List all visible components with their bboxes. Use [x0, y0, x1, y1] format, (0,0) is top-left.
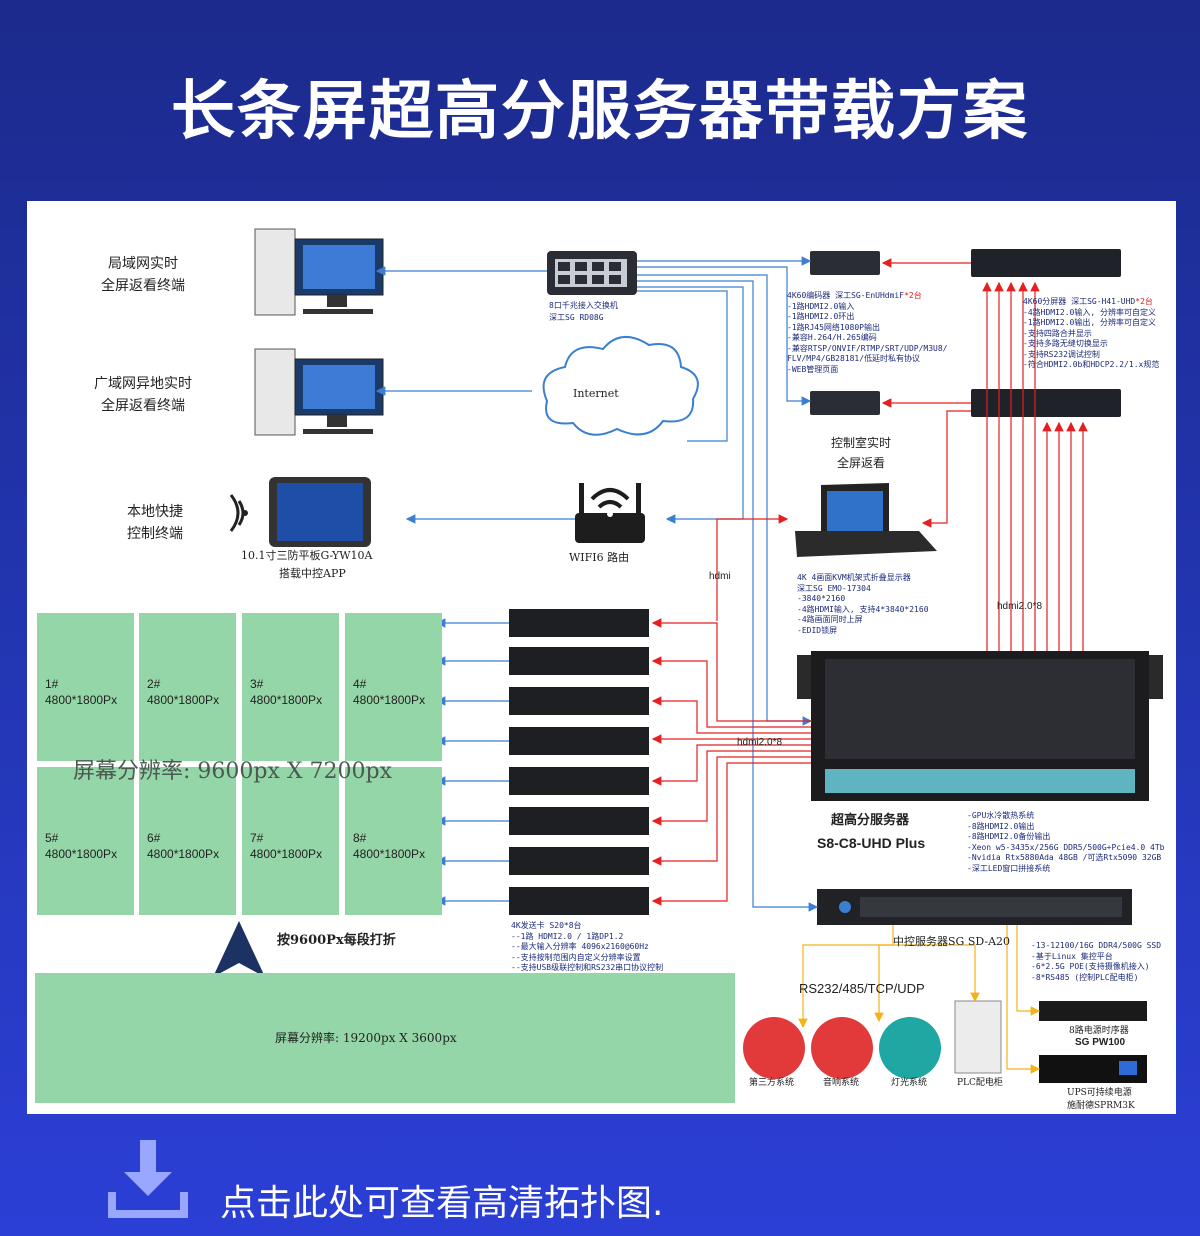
- tablet-icon: [229, 477, 371, 547]
- ups-model: 施耐德SPRM3K: [1067, 1101, 1135, 1111]
- kvm-monitor-icon: [795, 483, 937, 557]
- long-screen-panel: [35, 973, 735, 1103]
- sender-spec: 4K发送卡 S20*8台 --1路 HDMI2.0 / 1路DP1.2 --最大…: [511, 921, 664, 972]
- power-sequencer-icon: [1039, 1001, 1147, 1021]
- hdmi20x8-link-label-top: hdmi2.0*8: [997, 601, 1043, 612]
- switch-label: 8口千兆接入交换机: [549, 301, 618, 310]
- switch-model: 深工SG RD08G: [549, 313, 604, 322]
- local-terminal-label: 本地快捷 控制终端: [127, 504, 183, 542]
- tablet-caption: 10.1寸三防平板G-YW10A: [241, 549, 373, 562]
- power-sequencer-model: SG PW100: [1075, 1037, 1126, 1048]
- screen-6[interactable]: 6#4800*1800Px: [139, 767, 236, 915]
- hdmi20x8-link-label-mid: hdmi2.0*8: [737, 737, 783, 748]
- diagram-lines: [35, 228, 1163, 1103]
- light-bulb-icon: [879, 1017, 941, 1079]
- power-sequencer-label: 8路电源时序器: [1069, 1026, 1129, 1036]
- server-spec: -GPU水冷散热系统 -8路HDMI2.0输出 -8路HDMI2.0备份输出 -…: [967, 811, 1165, 873]
- third-party-gear-icon: [743, 1017, 805, 1079]
- subsystem-lighting: 灯光系统: [891, 1078, 928, 1088]
- long-screen-resolution: 屏幕分辨率: 19200px X 3600px: [275, 1031, 457, 1045]
- download-bar[interactable]: [0, 1126, 1200, 1236]
- protocols-label: RS232/485/TCP/UDP: [799, 981, 925, 996]
- subsystem-plc: PLC配电柜: [957, 1078, 1003, 1088]
- speaker-icon: [811, 1017, 873, 1079]
- subsystem-audio: 音响系统: [823, 1078, 860, 1088]
- server-model: S8-C8-UHD Plus: [817, 835, 926, 851]
- kvm-spec: 4K 4画面KVM机架式折叠显示器 深工SG EMO-17304 -3840*2…: [797, 573, 929, 635]
- control-room-label: 控制室实时 全屏返看: [830, 436, 891, 470]
- screen-8[interactable]: 8#4800*1800Px: [345, 767, 442, 915]
- subsystem-third-party: 第三方系统: [749, 1078, 795, 1088]
- ultra-server-icon: [797, 651, 1163, 801]
- screen-7[interactable]: 7#4800*1800Px: [242, 767, 339, 915]
- ups-icon: [1039, 1055, 1147, 1083]
- switch-icon: [547, 251, 637, 295]
- tablet-caption-app: 搭载中控APP: [279, 567, 346, 580]
- router-icon: [575, 483, 645, 543]
- page-title: 长条屏超高分服务器带载方案: [171, 75, 1029, 149]
- topology-diagram[interactable]: 局域网实时 全屏返看终端 广域网异地实时 全屏返看终端 本地快捷 控制终端 10…: [27, 201, 1176, 1114]
- ups-label: UPS可持续电源: [1067, 1088, 1132, 1098]
- central-server-name: 中控服务器SG SD-A20: [893, 935, 1011, 948]
- router-label: WIFI6 路由: [569, 551, 630, 564]
- central-server-spec: -13-12100/16G DDR4/500G SSD -基于Linux 集控平…: [1031, 941, 1162, 982]
- splitter-spec: 4K60分屏器 深工SG-H41-UHD*2台 -4路HDMI2.0输入, 分辨…: [1023, 297, 1160, 369]
- screen-total-resolution: 屏幕分辨率: 9600px X 7200px: [73, 759, 393, 784]
- lan-terminal-label: 局域网实时 全屏返看终端: [101, 256, 185, 294]
- central-server-icon: [817, 889, 1132, 925]
- fold-note: 按9600Px每段打折: [277, 933, 396, 948]
- screen-2[interactable]: 2#4800*1800Px: [139, 613, 236, 761]
- splitter-icon: [971, 249, 1121, 417]
- sending-cards: [509, 609, 649, 915]
- lan-pc-icon: [254, 228, 384, 316]
- internet-cloud-icon: [542, 336, 699, 436]
- encoder-spec: 4K60编码器 深工SG-EnUHdmiF*2台 -1路HDMI2.0输入 -1…: [787, 291, 948, 374]
- wan-pc-icon: [254, 348, 384, 436]
- screen-1[interactable]: 1#4800*1800Px: [37, 613, 134, 761]
- encoder-icon: [810, 251, 880, 415]
- download-icon[interactable]: [104, 1132, 194, 1222]
- view-hd-topology-link[interactable]: 点击此处可查看高清拓扑图.: [220, 1183, 664, 1224]
- screen-5[interactable]: 5#4800*1800Px: [37, 767, 134, 915]
- hdmi-link-label: hdmi: [709, 571, 731, 582]
- internet-label: Internet: [573, 387, 619, 400]
- fold-arrow-icon: [213, 921, 265, 977]
- screen-3[interactable]: 3#4800*1800Px: [242, 613, 339, 761]
- server-name: 超高分服务器: [831, 813, 910, 828]
- plc-cabinet-icon: [954, 1000, 1002, 1074]
- screen-4[interactable]: 4#4800*1800Px: [345, 613, 442, 761]
- wan-terminal-label: 广域网异地实时 全屏返看终端: [94, 376, 192, 414]
